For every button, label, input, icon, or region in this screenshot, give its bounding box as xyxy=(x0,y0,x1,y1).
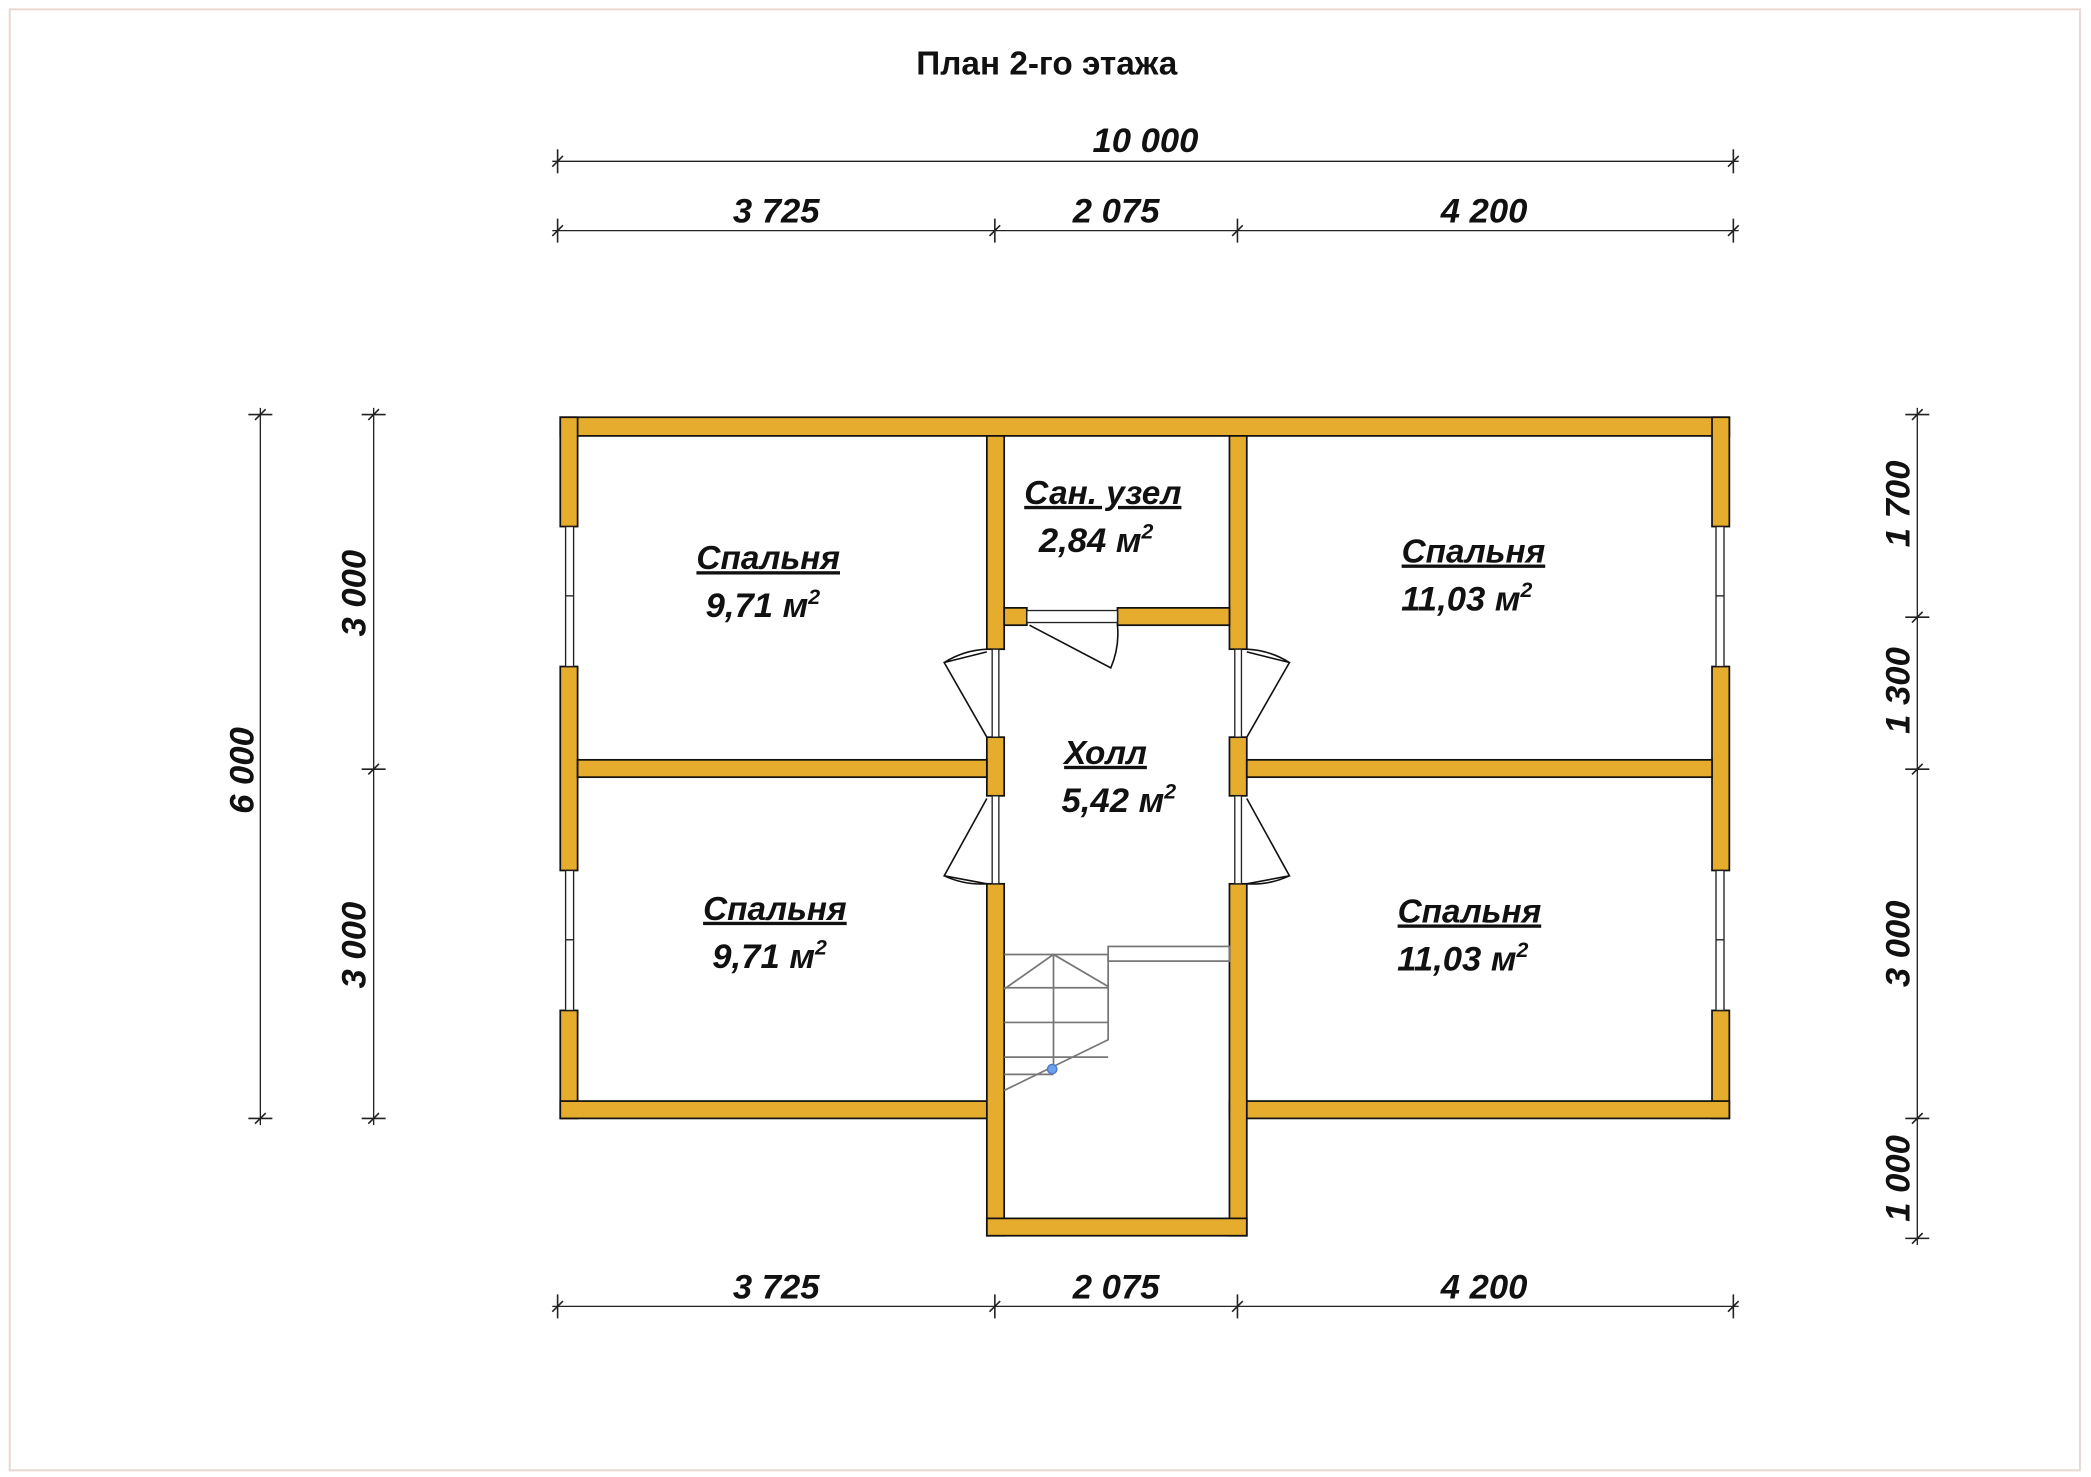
room-name: Сан. узел xyxy=(1024,475,1181,512)
dim-top-1: 3 725 xyxy=(733,193,820,231)
page-frame xyxy=(8,8,2081,1472)
bottom-dimension: 3 725 2 075 4 200 xyxy=(551,1268,1740,1319)
staircase xyxy=(1003,945,1231,1092)
right-dimension: 1 700 1 300 3 000 1 000 xyxy=(1879,407,1930,1246)
top-dimension: 10 000 3 725 2 075 4 200 xyxy=(551,122,1740,243)
room-name: Холл xyxy=(1062,735,1147,772)
dim-bottom-2: 2 075 xyxy=(1072,1268,1160,1306)
room-area: 9,71 м2 xyxy=(712,935,827,975)
dim-top-total: 10 000 xyxy=(1093,122,1199,160)
dim-bottom-3: 4 200 xyxy=(1440,1268,1528,1306)
dim-left-2: 3 000 xyxy=(336,902,374,989)
dim-top-2: 2 075 xyxy=(1072,193,1160,231)
dim-top-3: 4 200 xyxy=(1440,193,1528,231)
dim-right-4: 1 000 xyxy=(1879,1135,1917,1222)
room-area: 11,03 м2 xyxy=(1397,938,1528,978)
room-name: Спальня xyxy=(703,891,847,928)
room-labels: Спальня 9,71 м2 Сан. узел 2,84 м2 Спальн… xyxy=(696,475,1545,979)
walls xyxy=(559,416,1731,1237)
stair-marker-icon xyxy=(1046,1063,1058,1075)
room-name: Спальня xyxy=(1402,534,1546,571)
room-name: Спальня xyxy=(696,540,840,577)
dim-right-2: 1 300 xyxy=(1879,647,1917,734)
dim-bottom-1: 3 725 xyxy=(733,1268,820,1306)
dim-right-1: 1 700 xyxy=(1879,461,1917,548)
dim-left-1: 3 000 xyxy=(336,550,374,637)
dim-left-total: 6 000 xyxy=(224,727,262,814)
room-area: 2,84 м2 xyxy=(1038,520,1154,560)
left-dimension: 6 000 3 000 3 000 xyxy=(224,407,386,1126)
plan-title: План 2-го этажа xyxy=(916,46,1177,83)
room-area: 11,03 м2 xyxy=(1401,578,1532,618)
windows xyxy=(564,525,1725,1012)
dim-right-3: 3 000 xyxy=(1879,900,1917,987)
room-area: 5,42 м2 xyxy=(1062,779,1177,819)
doors xyxy=(942,609,1291,885)
room-name: Спальня xyxy=(1398,893,1542,930)
room-area: 9,71 м2 xyxy=(706,585,821,625)
